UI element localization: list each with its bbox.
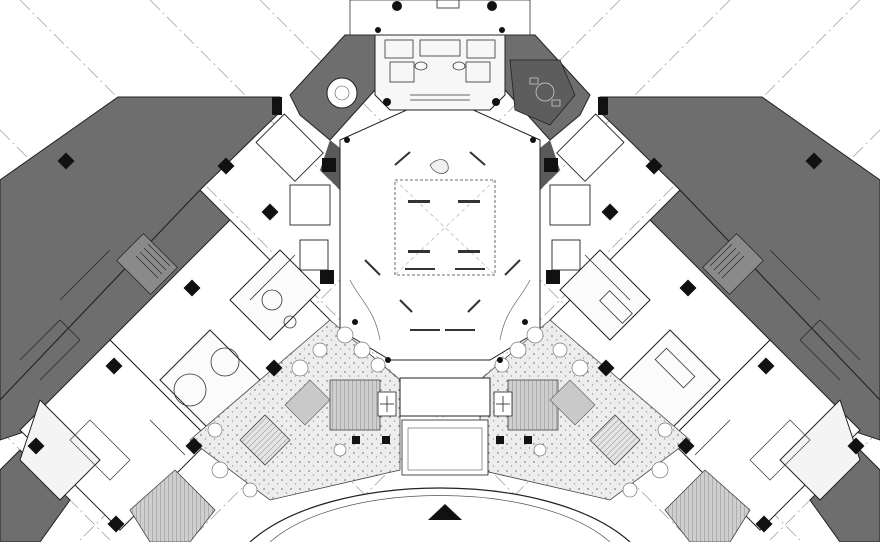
lobby-seating: [405, 200, 485, 270]
wing-detail: [19, 233, 861, 381]
left-meeting-room: [229, 249, 321, 341]
left-stair-core: [116, 233, 178, 295]
right-stair-core: [702, 233, 764, 295]
entry-vestibule: [399, 377, 491, 417]
furniture: [69, 254, 811, 481]
plaza-curve-inner: [269, 495, 611, 542]
tree-icon: [207, 326, 673, 498]
stair-icon: [135, 243, 745, 279]
left-bottom-fill: [0, 449, 71, 542]
left-deck: [329, 379, 381, 431]
lobby-centre-grid: [394, 179, 496, 276]
right-corner-room: [779, 399, 861, 501]
lobby-floor: [339, 94, 541, 361]
central-lobby: [339, 94, 541, 361]
right-deck: [507, 379, 559, 431]
service-rooms: [255, 113, 625, 271]
left-corner-room: [19, 399, 101, 501]
lounge-sofas: [384, 39, 496, 101]
landscape-gardens: [189, 319, 691, 501]
front-plaza: [249, 377, 631, 542]
entry-steps: [401, 419, 489, 476]
right-bottom-fill: [809, 449, 880, 542]
table-icon: [173, 289, 696, 407]
right-dark-room: [509, 59, 576, 126]
north-arrow-icon: [428, 504, 462, 520]
top-lounge-floor: [374, 34, 506, 111]
top-lounge: [326, 0, 576, 126]
left-spiral-stair: [326, 77, 358, 109]
bottom-decks: [129, 469, 751, 542]
